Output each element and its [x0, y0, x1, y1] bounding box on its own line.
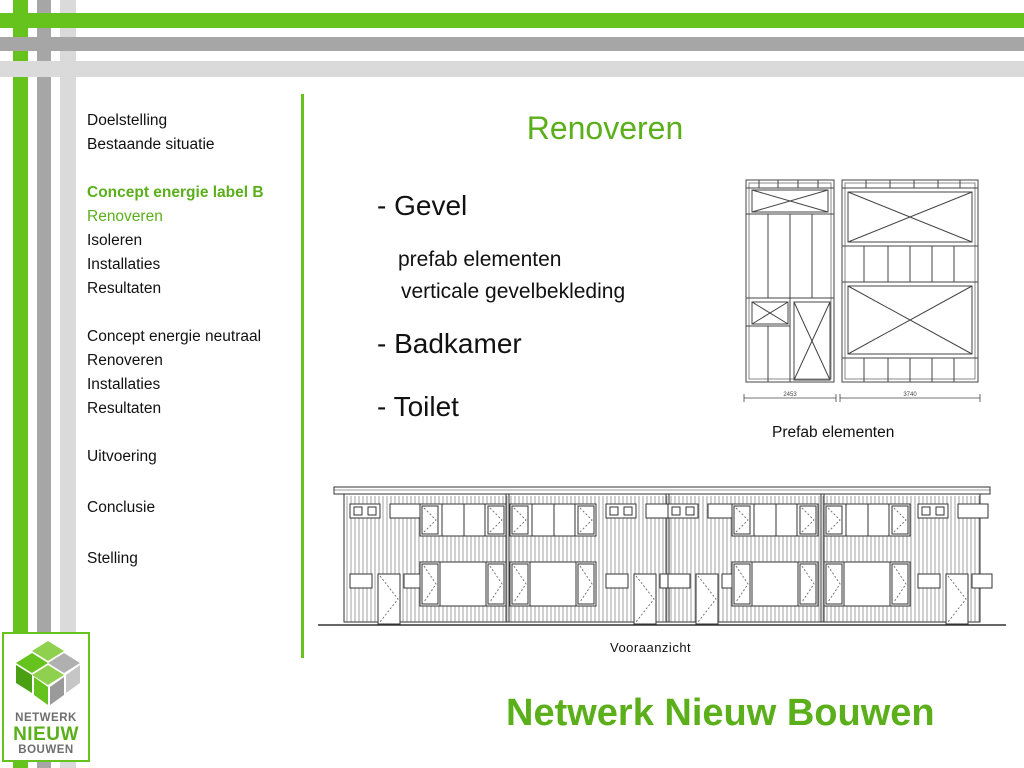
front-elevation-drawing — [318, 486, 1006, 626]
frame-bar-green-vertical — [13, 0, 28, 768]
subitem-gevelbekleding: verticale gevelbekleding — [401, 280, 626, 303]
nav-item-resultaten: Resultaten — [87, 280, 162, 297]
bullet-toilet: - Toilet — [377, 391, 459, 422]
elevation-caption: Vooraanzicht — [610, 640, 692, 655]
frame-bar-green-horizontal — [0, 13, 1024, 28]
nav-item-stelling: Stelling — [87, 550, 138, 567]
nav-item-installaties-2: Installaties — [87, 376, 161, 393]
logo-line-nieuw: NIEUW — [13, 724, 79, 745]
nav-section-label-b: Concept energie label B — [87, 184, 264, 201]
dim-left: 2453 — [783, 392, 797, 398]
logo-line-netwerk: NETWERK — [15, 712, 77, 724]
bullet-badkamer: - Badkamer — [377, 328, 522, 359]
frame-bar-lightgray-vertical — [60, 0, 76, 768]
nav-item-renoveren-2: Renoveren — [87, 352, 163, 369]
prefab-caption: Prefab elementen — [772, 424, 895, 441]
bullet-gevel: - Gevel — [377, 190, 468, 221]
frame-bar-gray-vertical — [37, 0, 51, 768]
nav-item-installaties: Installaties — [87, 256, 161, 273]
outline-nav: Doelstelling Bestaande situatie Concept … — [87, 109, 299, 571]
nav-item-bestaande-situatie: Bestaande situatie — [87, 136, 215, 153]
slide-title: Renoveren — [526, 110, 684, 146]
frame-bar-gray-horizontal — [0, 37, 1024, 51]
frame-bar-lightgray-horizontal — [0, 61, 1024, 77]
subitem-prefab: prefab elementen — [398, 248, 562, 271]
prefab-drawing: 2453 3740 — [743, 179, 981, 402]
dim-right: 3740 — [903, 392, 917, 398]
nav-item-conclusie: Conclusie — [87, 499, 156, 516]
nav-item-renoveren-current: Renoveren — [87, 208, 163, 225]
nav-item-uitvoering: Uitvoering — [87, 448, 157, 465]
logo-line-bouwen: BOUWEN — [18, 744, 74, 756]
nav-item-resultaten-2: Resultaten — [87, 400, 162, 417]
nav-divider — [301, 94, 304, 658]
footer-brand: Netwerk Nieuw Bouwen — [506, 692, 935, 734]
nav-section-neutraal: Concept energie neutraal — [87, 328, 262, 345]
nav-item-isoleren: Isoleren — [87, 232, 143, 249]
netwerk-nieuw-bouwen-logo: NETWERK NIEUW BOUWEN — [2, 632, 90, 762]
nav-item-doelstelling: Doelstelling — [87, 112, 168, 129]
cube-logo-icon — [16, 641, 80, 705]
